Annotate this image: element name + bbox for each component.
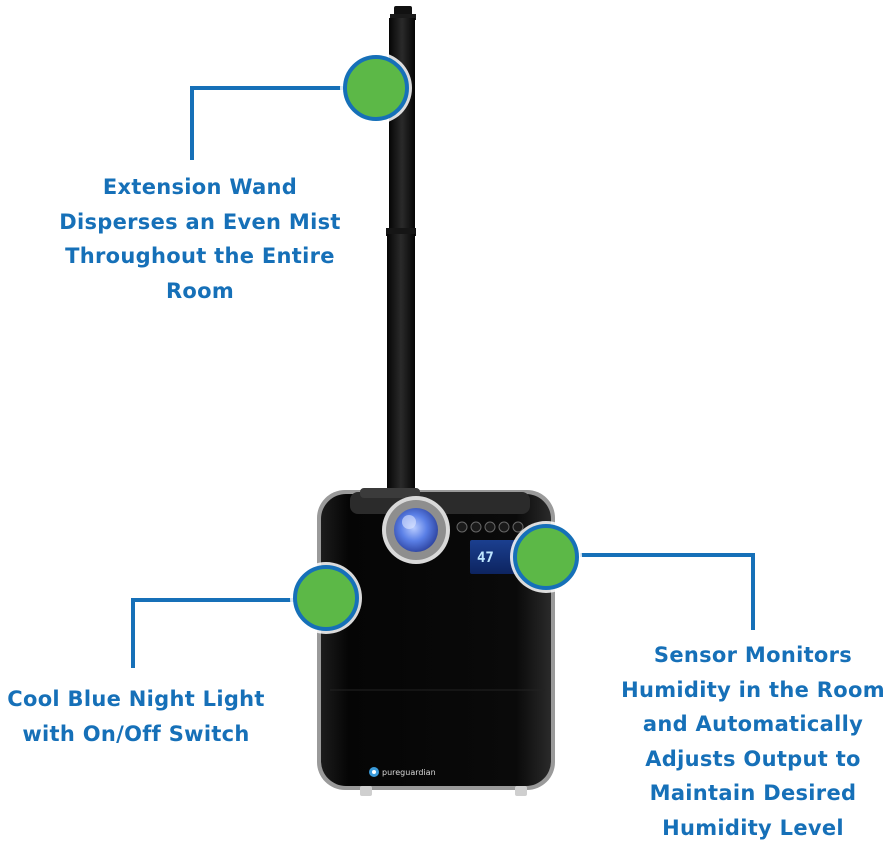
brand-name: pureguardian [382, 768, 436, 777]
callout-wand-text: Extension Wand Disperses an Even Mist Th… [59, 175, 341, 303]
leader-line-wand [190, 86, 345, 160]
control-buttons [456, 521, 524, 533]
leader-line-light [131, 598, 296, 668]
callout-markers [290, 52, 582, 634]
marker-light [290, 562, 362, 634]
marker-sensor [510, 521, 582, 593]
night-light [382, 496, 450, 564]
marker-wand [340, 52, 412, 124]
display-reading: 47 [477, 550, 494, 566]
extension-wand [386, 6, 416, 496]
leader-lines [131, 86, 755, 668]
callout-sensor-text: Sensor Monitors Humidity in the Room and… [621, 643, 885, 840]
leader-line-sensor [580, 553, 755, 630]
brand-logo: pureguardian [369, 767, 436, 777]
callout-night-light-text: Cool Blue Night Light with On/Off Switch [7, 687, 265, 746]
